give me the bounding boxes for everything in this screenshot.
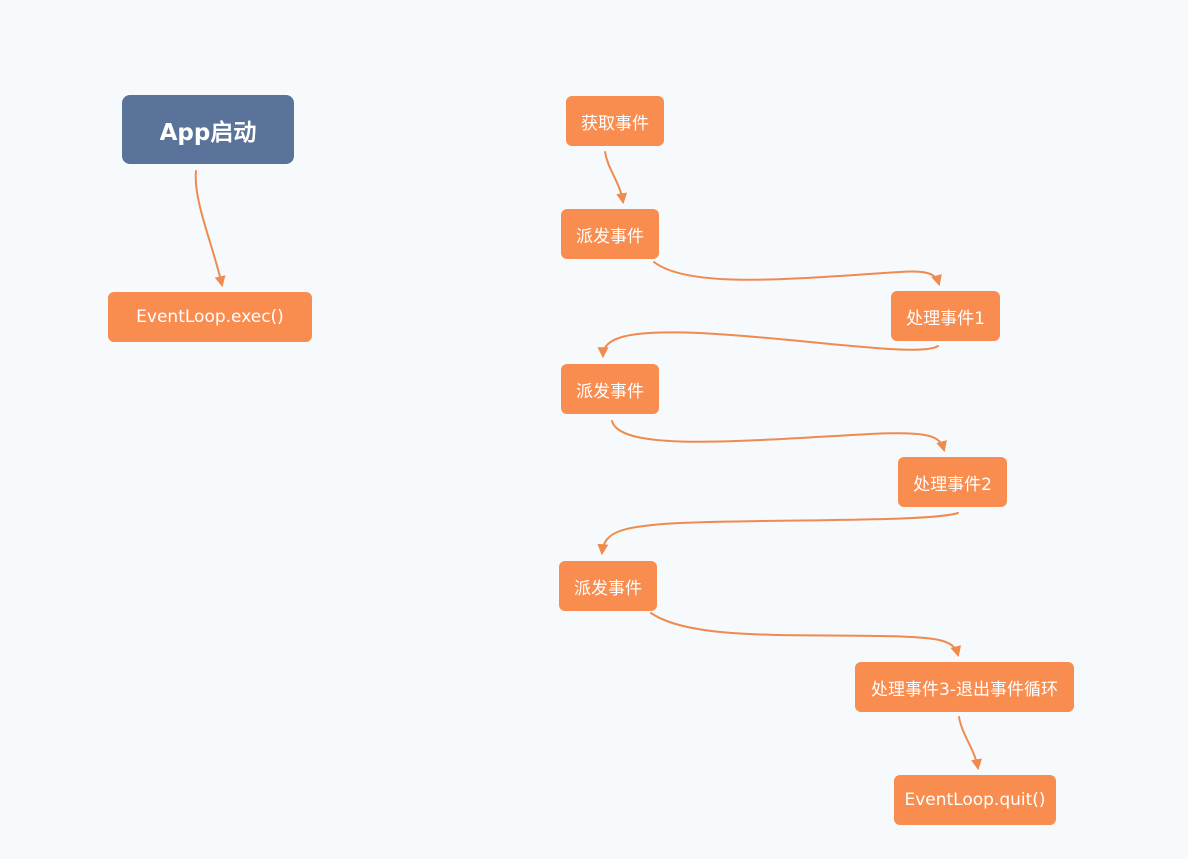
connector-handle-2-to-dispatch-3	[597, 512, 959, 556]
dispatch-event-node-3: 派发事件	[559, 561, 657, 611]
app-start-label: App启动	[159, 119, 257, 146]
get-event-label: 获取事件	[581, 113, 649, 134]
event-loop-quit-node: EventLoop.quit()	[894, 775, 1056, 825]
dispatch-event-node-2: 派发事件	[561, 364, 659, 414]
connector-get-to-dispatch-1	[604, 151, 628, 205]
event-loop-exec-node: EventLoop.exec()	[108, 292, 312, 342]
handle-event-node-2: 处理事件2	[898, 457, 1007, 507]
connector-dispatch-2-to-handle-2	[611, 420, 947, 453]
handle-event-node-1: 处理事件1	[891, 291, 1000, 341]
connector-dispatch-3-to-handle-3	[650, 612, 962, 658]
dispatch-event-node-1: 派发事件	[561, 209, 659, 259]
connector-dispatch-1-to-handle-1	[653, 261, 942, 287]
app-start-node: App启动	[122, 95, 294, 164]
handle-event-exit-label: 处理事件3-退出事件循环	[871, 679, 1058, 700]
event-loop-quit-label: EventLoop.quit()	[904, 790, 1046, 810]
dispatch-event-label-2: 派发事件	[576, 381, 644, 402]
connector-handle-3-to-quit	[958, 716, 982, 771]
dispatch-event-label-3: 派发事件	[574, 578, 642, 599]
get-event-node: 获取事件	[566, 96, 664, 146]
dispatch-event-label-1: 派发事件	[576, 226, 644, 247]
connector-app-to-exec	[194, 170, 226, 288]
event-loop-exec-label: EventLoop.exec()	[136, 307, 284, 327]
handle-event-label-2: 处理事件2	[913, 474, 992, 495]
connector-handle-1-to-dispatch-2	[597, 331, 939, 359]
handle-event-label-1: 处理事件1	[906, 308, 985, 329]
handle-event-exit-node: 处理事件3-退出事件循环	[855, 662, 1074, 712]
